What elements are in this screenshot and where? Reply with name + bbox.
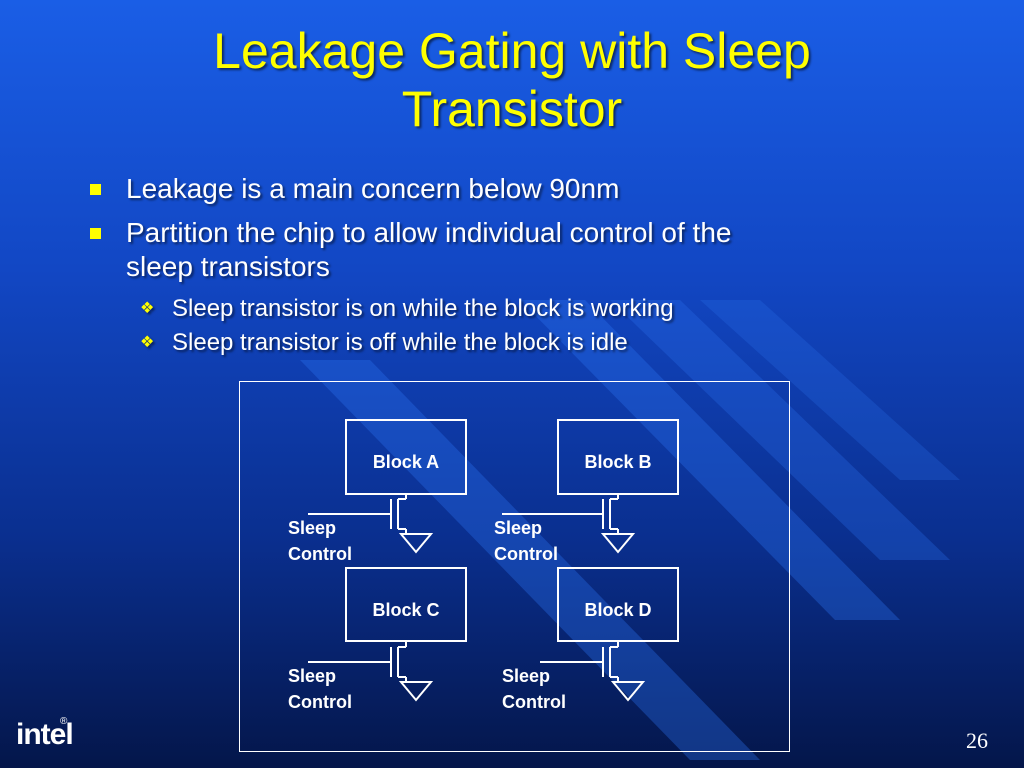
sleep-control-label: Sleep (288, 666, 336, 686)
block-label: Block C (372, 600, 439, 620)
block-a: Block A Sleep Control (288, 419, 467, 564)
sleep-control-label: Sleep (288, 518, 336, 538)
sleep-control-label: Sleep (502, 666, 550, 686)
bullet-list: Leakage is a main concern below 90nm Par… (88, 172, 888, 358)
title-line-1: Leakage Gating with Sleep (213, 23, 811, 79)
bullet-text-continued: sleep transistors (126, 251, 330, 282)
sleep-transistor-icon (540, 641, 646, 702)
sub-bullet-text: Sleep transistor is on while the block i… (172, 295, 674, 322)
sleep-control-label: Control (288, 692, 352, 712)
sub-bullet-text: Sleep transistor is off while the block … (172, 329, 628, 356)
sleep-transistor-icon (308, 494, 434, 554)
diamond-bullet-icon: ❖ (140, 334, 155, 351)
intel-logo: intel ® (16, 716, 74, 752)
sleep-control-label: Control (502, 692, 566, 712)
slide-title: Leakage Gating with Sleep Transistor (0, 22, 1024, 138)
logo-text: intel (16, 718, 74, 751)
sub-bullet-item: ❖ Sleep transistor is off while the bloc… (88, 328, 888, 358)
square-bullet-icon (90, 184, 101, 195)
bullet-item: Leakage is a main concern below 90nm (88, 172, 888, 206)
block-c: Block C Sleep Control (288, 567, 467, 712)
registered-mark: ® (60, 716, 68, 727)
sleep-transistor-diagram: Block A Sleep Control Block B (239, 381, 790, 752)
sub-bullet-item: ❖ Sleep transistor is on while the block… (88, 294, 888, 324)
square-bullet-icon (90, 228, 101, 239)
sleep-transistor-icon (502, 494, 636, 554)
block-label: Block B (584, 452, 651, 472)
block-b: Block B Sleep Control (494, 419, 679, 564)
bullet-text: Partition the chip to allow individual c… (126, 217, 732, 248)
bullet-item: Partition the chip to allow individual c… (88, 216, 888, 284)
page-number: 26 (966, 728, 988, 753)
block-d: Block D Sleep Control (502, 567, 679, 712)
sleep-control-label: Control (494, 544, 558, 564)
block-label: Block A (373, 452, 439, 472)
title-line-2: Transistor (401, 81, 623, 137)
diamond-bullet-icon: ❖ (140, 300, 155, 317)
sleep-control-label: Control (288, 544, 352, 564)
sleep-transistor-icon (308, 641, 434, 702)
sleep-control-label: Sleep (494, 518, 542, 538)
bullet-text: Leakage is a main concern below 90nm (126, 173, 620, 204)
block-label: Block D (584, 600, 651, 620)
